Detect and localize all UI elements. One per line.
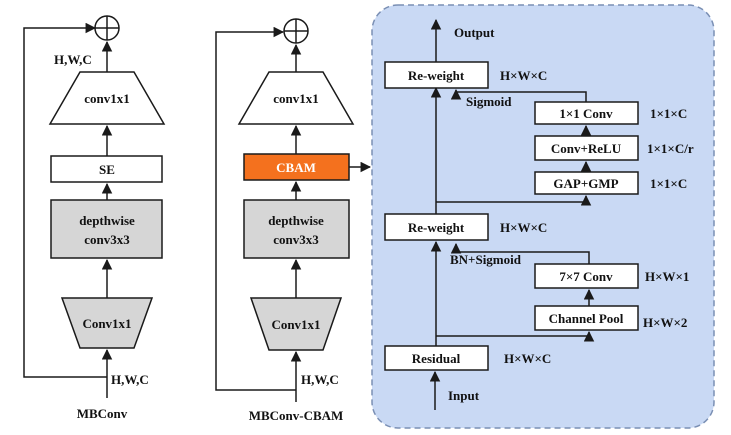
- conv7x7-label: 7×7 Conv: [559, 269, 613, 284]
- gap-gmp-label: GAP+GMP: [553, 176, 618, 191]
- mbconv-depthwise-block: [50, 199, 163, 259]
- channel-pool-dim: H×W×2: [643, 315, 687, 330]
- mbconv-conv1x1-in: [60, 297, 154, 349]
- mbconv-caption: MBConv: [77, 406, 128, 421]
- gap-gmp-dim: 1×1×C: [650, 176, 687, 191]
- conv1x1-dim: 1×1×C: [650, 106, 687, 121]
- sigmoid-label: Sigmoid: [466, 94, 512, 109]
- reweight-top-block: [384, 61, 489, 89]
- bn-sigmoid-label: BN+Sigmoid: [450, 252, 522, 267]
- residual-block: [384, 345, 489, 371]
- mbconv-output-shape: H,W,C: [54, 52, 92, 67]
- cbam-sum-node: [283, 18, 309, 44]
- mbconv-depthwise-line2: conv3x3: [84, 232, 130, 247]
- mbconv-conv1x1-out-label: conv1x1: [84, 91, 130, 106]
- mbconv-sum-node: [94, 15, 120, 41]
- reweight-mid-dim: H×W×C: [500, 220, 547, 235]
- cbam-conv1x1-in: [249, 297, 343, 351]
- mbconv-skip-connection: [23, 22, 107, 378]
- cbam-caption: MBConv-CBAM: [249, 408, 344, 423]
- residual-dim: H×W×C: [504, 351, 551, 366]
- conv1x1-label: 1×1 Conv: [559, 106, 613, 121]
- conv7x7-block: [534, 263, 639, 289]
- residual-label: Residual: [412, 351, 461, 366]
- mbconv-input-shape: H,W,C: [111, 372, 149, 387]
- mbconv-conv1x1-in-label: Conv1x1: [82, 316, 131, 331]
- channel-pool-block: [534, 305, 639, 331]
- conv-relu-dim: 1×1×C/r: [647, 141, 694, 156]
- cbam-input-shape: H,W,C: [301, 372, 339, 387]
- cbam-conv1x1-out: [237, 71, 355, 125]
- cbam-depthwise-line2: conv3x3: [273, 232, 319, 247]
- reweight-top-dim: H×W×C: [500, 68, 547, 83]
- conv-relu-label: Conv+ReLU: [551, 141, 622, 156]
- cbam-label: CBAM: [276, 160, 316, 175]
- cbam-output-label: Output: [454, 25, 495, 40]
- mbconv-conv1x1-out: [48, 71, 166, 125]
- channel-pool-label: Channel Pool: [549, 311, 624, 326]
- mbconv-depthwise-line1: depthwise: [79, 213, 135, 228]
- conv-relu-block: [534, 135, 639, 161]
- cbam-conv1x1-out-label: conv1x1: [273, 91, 319, 106]
- cbam-input-label: Input: [448, 388, 480, 403]
- mbconv-se-label: SE: [99, 162, 115, 177]
- cbam-skip-connection: [215, 26, 296, 391]
- reweight-top-label: Re-weight: [408, 68, 465, 83]
- mbconv-se-block: [50, 155, 163, 183]
- cbam-conv1x1-in-label: Conv1x1: [271, 317, 320, 332]
- reweight-mid-label: Re-weight: [408, 220, 465, 235]
- cbam-depthwise-line1: depthwise: [268, 213, 324, 228]
- cbam-depthwise-block: [243, 199, 350, 259]
- cbam-detail-panel: Input Residual H×W×C Channel Pool H×W×2 …: [371, 4, 715, 429]
- conv7x7-dim: H×W×1: [645, 269, 689, 284]
- mbconv-cbam-block: conv1x1 CBAM depthwise conv3x3 Conv1x1 H…: [215, 18, 372, 423]
- mbconv-block: H,W,C conv1x1 SE depthwise conv3x3 Conv1…: [23, 15, 166, 421]
